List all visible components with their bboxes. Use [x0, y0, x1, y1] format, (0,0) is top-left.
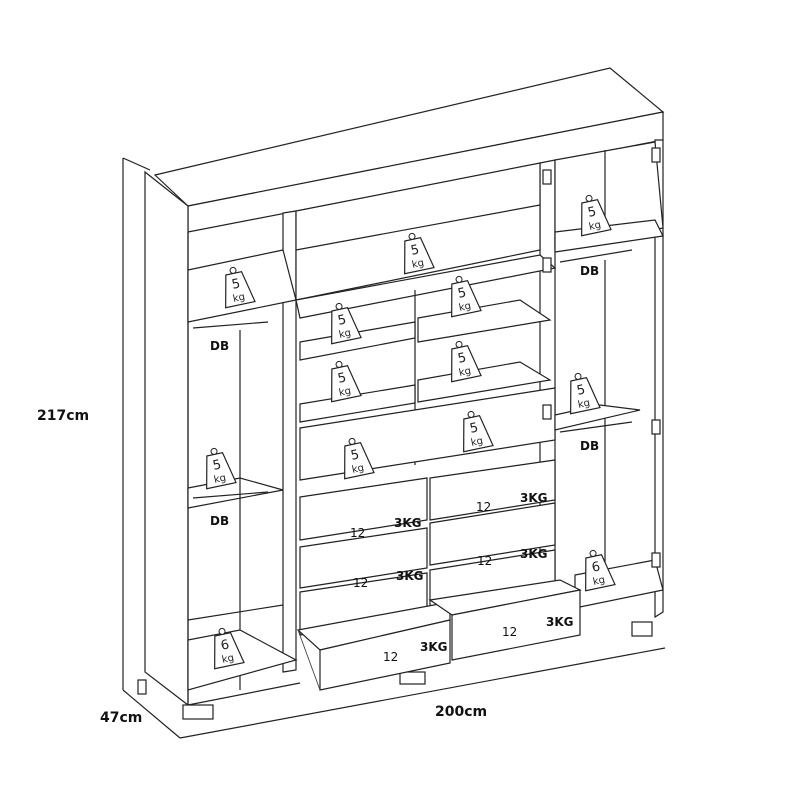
weight-value: 5	[575, 382, 586, 398]
weight-value: 5	[230, 276, 241, 292]
weight-unit: kg	[213, 473, 227, 486]
weight-value: 5	[456, 285, 467, 301]
weight-value: 5	[336, 370, 347, 386]
drawer-number: 12	[350, 526, 365, 540]
width-label: 200cm	[435, 704, 487, 720]
weight-unit: kg	[458, 301, 472, 314]
rail-label: DB	[210, 514, 229, 528]
weight-icon: 5kg	[331, 302, 362, 345]
drawer-number: 12	[353, 576, 368, 590]
drawer-load: 3KG	[394, 516, 422, 530]
weight-icon: 5kg	[344, 437, 375, 480]
weight-icon: 5kg	[331, 360, 362, 403]
weight-value: 5	[336, 312, 347, 328]
weight-value: 6	[219, 637, 230, 653]
weight-unit: kg	[592, 575, 606, 588]
weight-icon: 6kg	[214, 627, 245, 670]
weight-icon: 5kg	[225, 266, 256, 309]
width-dimension-line	[122, 647, 666, 739]
drawer-number: 12	[476, 500, 491, 514]
drawer-load: 3KG	[396, 569, 424, 583]
drawer-load: 3KG	[520, 491, 548, 505]
weight-unit: kg	[411, 258, 425, 271]
weight-value: 5	[468, 420, 479, 436]
weight-icon: 5kg	[404, 232, 435, 275]
height-label: 217cm	[37, 408, 89, 424]
weight-unit: kg	[458, 366, 472, 379]
weight-icon: 6kg	[585, 549, 616, 592]
drawer-load: 3KG	[520, 547, 548, 561]
hanging-rail	[559, 421, 633, 433]
hanging-rail	[559, 249, 633, 263]
weight-unit: kg	[338, 328, 352, 341]
depth-label: 47cm	[100, 710, 142, 726]
weight-icon: 5kg	[451, 275, 482, 318]
weight-unit: kg	[351, 463, 365, 476]
drawer-unit	[296, 459, 582, 691]
weight-icon: 5kg	[463, 410, 494, 453]
weight-value: 5	[409, 242, 420, 258]
weight-icon: 5kg	[451, 340, 482, 383]
weight-icon: 5kg	[570, 372, 601, 415]
drawer-load: 3KG	[420, 640, 448, 654]
drawer-number: 12	[502, 625, 517, 639]
weight-unit: kg	[221, 653, 235, 666]
weight-value: 5	[456, 350, 467, 366]
rail-label: DB	[580, 439, 599, 453]
hanging-rail	[192, 491, 269, 499]
weight-value: 5	[349, 447, 360, 463]
weight-icon: 5kg	[206, 447, 237, 490]
rail-label: DB	[580, 264, 599, 278]
weight-unit: kg	[470, 436, 484, 449]
weight-unit: kg	[338, 386, 352, 399]
weight-unit: kg	[232, 292, 246, 305]
weight-value: 6	[590, 559, 601, 575]
weight-value: 5	[586, 204, 597, 220]
weight-unit: kg	[588, 220, 602, 233]
drawer-number: 12	[383, 650, 398, 664]
height-dimension-line	[122, 157, 151, 690]
rail-label: DB	[210, 339, 229, 353]
drawer-number: 12	[477, 554, 492, 568]
weight-icon: 5kg	[581, 194, 612, 237]
hanging-rail	[192, 321, 269, 329]
weight-unit: kg	[577, 398, 591, 411]
drawer-load: 3KG	[546, 615, 574, 629]
weight-value: 5	[211, 457, 222, 473]
